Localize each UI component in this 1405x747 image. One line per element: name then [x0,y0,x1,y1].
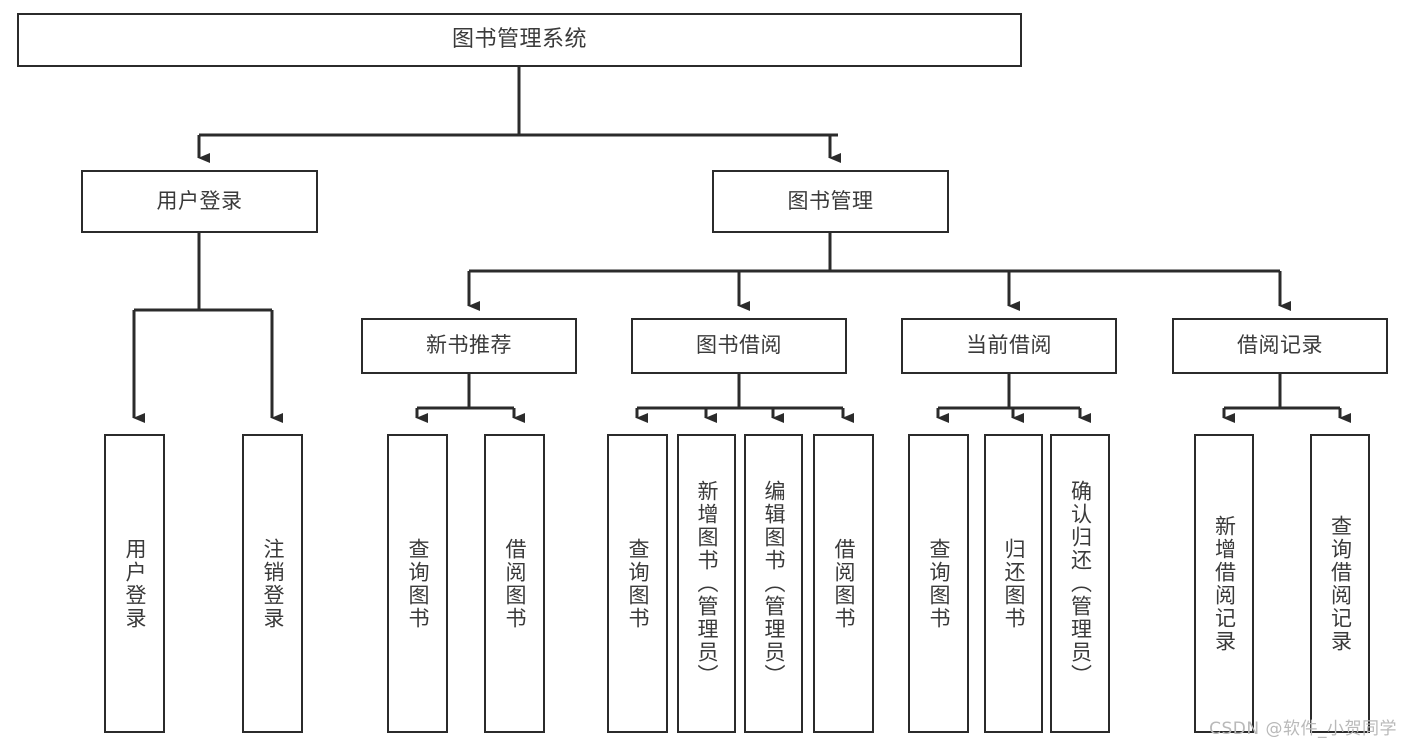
node-book-borrow[interactable]: 图书借阅 [631,318,847,374]
node-user-login-label: 用户登录 [156,188,243,213]
csdn-watermark: CSDN @软件_小贺同学 [1209,719,1397,739]
node-new-book-recommend[interactable]: 新书推荐 [361,318,577,374]
node-borrow-record[interactable]: 借阅记录 [1172,318,1388,374]
node-leaf-confirm-return[interactable]: 确认归还（管理员） [1050,434,1110,733]
node-leaf-add-book[interactable]: 新增图书（管理员） [677,434,736,733]
node-leaf-query-record-label: 查询借阅记录 [1328,514,1353,653]
node-leaf-edit-book-label: 编辑图书（管理员） [762,480,786,687]
node-leaf-confirm-return-label: 确认归还（管理员） [1068,480,1093,687]
node-leaf-query-book-2-label: 查询图书 [626,537,650,630]
node-root[interactable]: 图书管理系统 [17,13,1022,67]
node-leaf-add-record[interactable]: 新增借阅记录 [1194,434,1254,733]
node-book-borrow-label: 图书借阅 [696,333,782,358]
node-root-label: 图书管理系统 [451,26,587,52]
node-leaf-query-book-3[interactable]: 查询图书 [908,434,969,733]
node-leaf-user-login[interactable]: 用户登录 [104,434,165,733]
node-user-login[interactable]: 用户登录 [81,170,318,233]
node-leaf-edit-book[interactable]: 编辑图书（管理员） [744,434,803,733]
node-book-manage-label: 图书管理 [787,188,874,213]
node-leaf-query-book-2[interactable]: 查询图书 [607,434,668,733]
node-current-borrow[interactable]: 当前借阅 [901,318,1117,374]
node-leaf-borrow-book-1-label: 借阅图书 [503,537,527,630]
node-leaf-logout-label: 注销登录 [261,537,285,630]
node-leaf-query-book-3-label: 查询图书 [927,537,951,630]
node-leaf-return-book[interactable]: 归还图书 [984,434,1043,733]
node-book-manage[interactable]: 图书管理 [712,170,949,233]
node-leaf-borrow-book-2-label: 借阅图书 [832,537,856,630]
node-leaf-user-login-label: 用户登录 [123,537,147,630]
node-leaf-query-book-1[interactable]: 查询图书 [387,434,448,733]
node-leaf-return-book-label: 归还图书 [1002,537,1026,630]
node-leaf-borrow-book-1[interactable]: 借阅图书 [484,434,545,733]
node-leaf-add-book-label: 新增图书（管理员） [695,480,719,687]
node-leaf-logout[interactable]: 注销登录 [242,434,303,733]
node-new-book-recommend-label: 新书推荐 [426,333,512,358]
node-leaf-query-book-1-label: 查询图书 [406,537,430,630]
node-borrow-record-label: 借阅记录 [1237,333,1323,358]
node-leaf-borrow-book-2[interactable]: 借阅图书 [813,434,874,733]
node-current-borrow-label: 当前借阅 [966,333,1052,358]
node-leaf-add-record-label: 新增借阅记录 [1212,514,1237,653]
node-leaf-query-record[interactable]: 查询借阅记录 [1310,434,1370,733]
